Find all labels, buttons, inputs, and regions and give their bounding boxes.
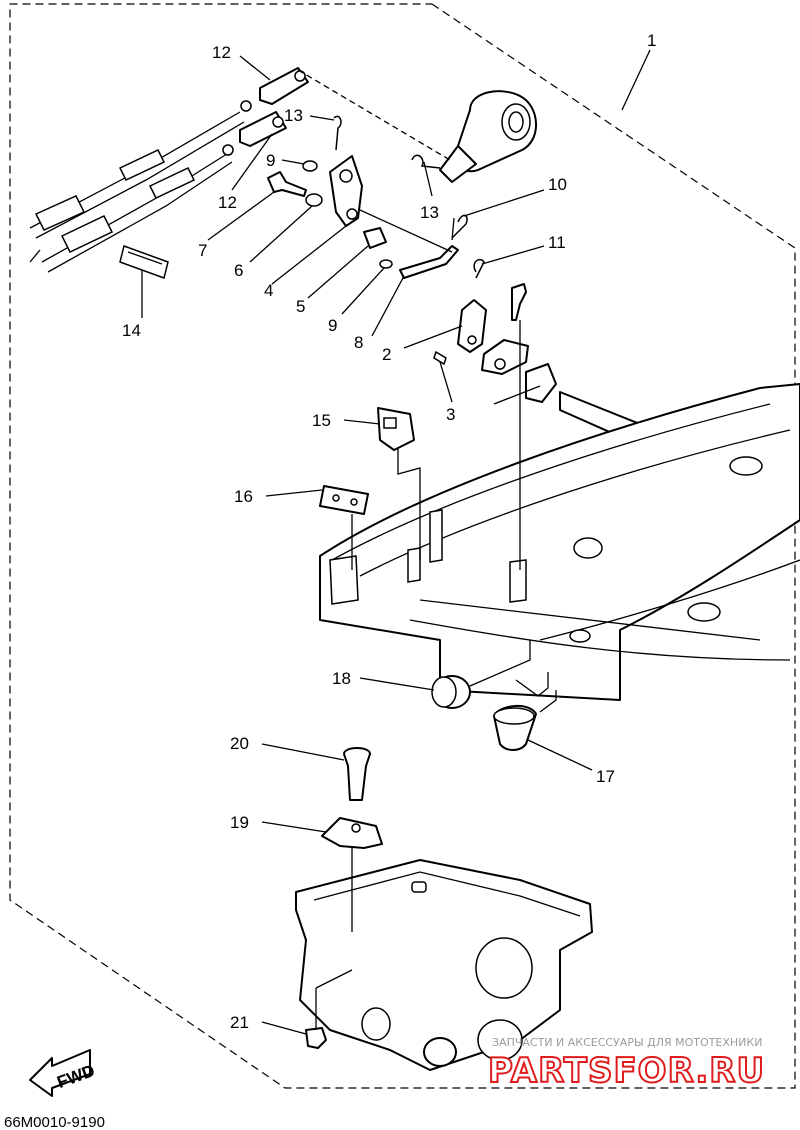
nut-small-2 — [222, 144, 234, 156]
clip-11 — [473, 258, 485, 279]
callout-15: 15 — [312, 411, 331, 430]
callout-16: 16 — [234, 487, 253, 506]
callout-numbers: 1 12 13 9 13 10 12 7 11 6 4 5 14 9 8 2 3… — [122, 31, 656, 1032]
washer-lower — [379, 259, 393, 269]
diagram-code: 66M0010-9190 — [4, 1114, 105, 1130]
callout-3: 3 — [446, 405, 455, 424]
nut-21 — [305, 1027, 327, 1049]
callout-13-upper: 13 — [284, 106, 303, 125]
grommet-15 — [377, 407, 415, 451]
collar — [363, 227, 387, 249]
watermark: ЗАПЧАСТИ И АКСЕССУАРЫ ДЛЯ МОТОТЕХНИКИ PA… — [487, 1036, 765, 1092]
nut-small — [240, 100, 252, 112]
callout-14: 14 — [122, 321, 141, 340]
bracket-19 — [321, 817, 383, 849]
callout-9-lower: 9 — [328, 316, 337, 335]
lower-mount-bracket — [295, 859, 593, 1071]
callout-7: 7 — [198, 241, 207, 260]
callout-10: 10 — [548, 175, 567, 194]
callout-4: 4 — [264, 281, 273, 300]
link-joint — [457, 299, 487, 353]
bottom-cowling — [319, 383, 800, 701]
clip-upper — [333, 115, 342, 151]
washer-upper — [302, 160, 318, 172]
callout-12-lower: 12 — [218, 193, 237, 212]
link-rod — [399, 245, 459, 279]
grommet-18 — [431, 675, 471, 709]
remote-control-cables — [29, 111, 245, 273]
callout-11: 11 — [548, 233, 566, 252]
bracket-bolt — [511, 283, 527, 321]
callout-18: 18 — [332, 669, 351, 688]
clip-lower — [411, 154, 441, 169]
callout-12-upper: 12 — [212, 43, 231, 62]
leader-lines — [141, 49, 651, 1035]
callout-1: 1 — [647, 31, 656, 50]
watermark-tagline: ЗАПЧАСТИ И АКСЕССУАРЫ ДЛЯ МОТОТЕХНИКИ — [492, 1036, 762, 1049]
callout-19: 19 — [230, 813, 249, 832]
bolt-20 — [343, 747, 371, 801]
bolt — [267, 171, 307, 197]
fwd-label: FWD — [54, 1061, 97, 1092]
callout-5: 5 — [296, 297, 305, 316]
callout-17: 17 — [596, 767, 615, 786]
callout-21: 21 — [230, 1013, 249, 1032]
callout-6: 6 — [234, 261, 243, 280]
plate-16 — [319, 485, 369, 515]
callout-13-lower: 13 — [420, 203, 439, 222]
watermark-brand: PARTSFOR.RU — [488, 1051, 765, 1091]
throttle-cam-housing — [439, 90, 537, 183]
grommet-17 — [493, 705, 537, 751]
callout-2: 2 — [382, 345, 391, 364]
washer — [305, 193, 323, 207]
pin — [433, 350, 447, 366]
fwd-arrow-icon — [29, 1049, 91, 1097]
assembly-boundary — [9, 3, 796, 1089]
callout-9-upper: 9 — [266, 151, 275, 170]
label-plate — [119, 245, 169, 279]
callout-20: 20 — [230, 734, 249, 753]
throttle-lever — [329, 155, 363, 227]
callout-8: 8 — [354, 333, 363, 352]
